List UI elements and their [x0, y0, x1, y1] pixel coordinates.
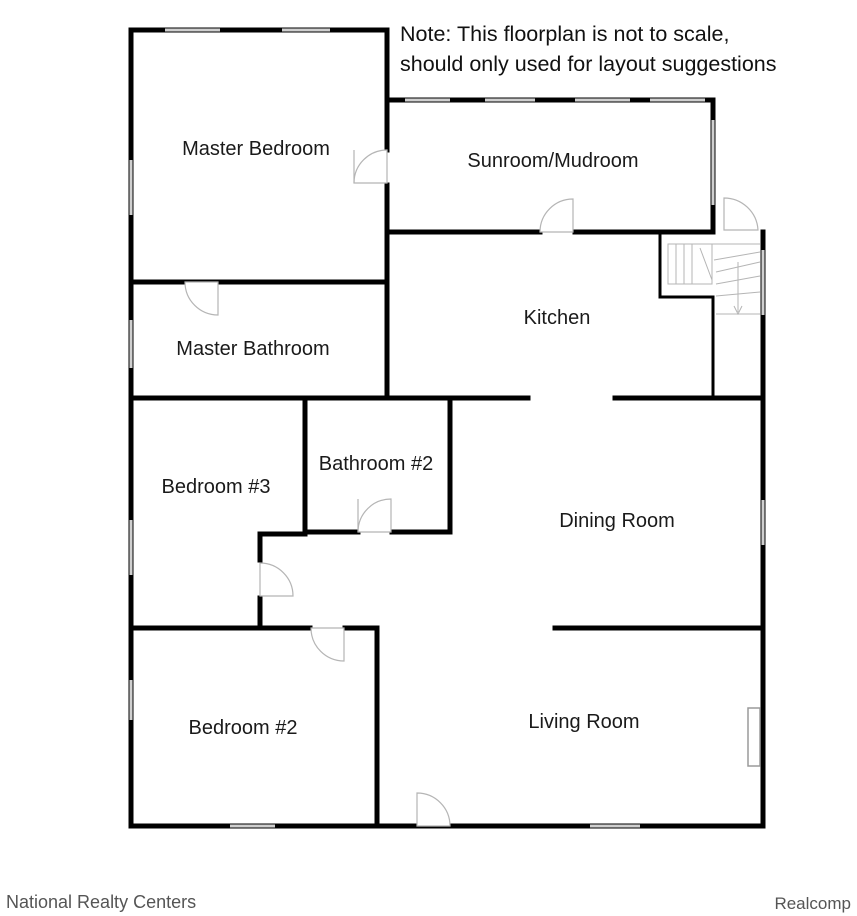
- door-front: [416, 792, 451, 827]
- door-bedroom3: [259, 562, 294, 597]
- watermark-agency: National Realty Centers: [6, 892, 197, 912]
- label-master-bathroom: Master Bathroom: [176, 338, 329, 360]
- doors: [184, 149, 759, 827]
- label-sunroom: Sunroom/Mudroom: [467, 150, 638, 172]
- scale-note-line1: Note: This floorplan is not to scale,: [400, 22, 730, 46]
- wall-stair-enclosure: [658, 234, 715, 398]
- room-labels: Master Bedroom Sunroom/Mudroom Kitchen M…: [162, 138, 675, 739]
- door-exterior-ne: [723, 197, 759, 231]
- label-bedroom3: Bedroom #3: [162, 476, 271, 498]
- windows: [129, 28, 765, 828]
- label-bathroom2: Bathroom #2: [319, 453, 434, 475]
- door-master-bedroom: [353, 149, 388, 184]
- door-sunroom-kitchen: [539, 198, 574, 233]
- label-master-bedroom: Master Bedroom: [182, 138, 330, 160]
- label-living-room: Living Room: [528, 711, 639, 733]
- label-kitchen: Kitchen: [524, 307, 591, 329]
- door-master-bath: [184, 281, 219, 316]
- scale-note-line2: should only used for layout suggestions: [400, 52, 777, 76]
- label-bedroom2: Bedroom #2: [189, 717, 298, 739]
- watermark-source: Realcomp: [774, 894, 851, 913]
- fireplace: [747, 707, 761, 767]
- door-bedroom2: [310, 627, 345, 662]
- staircase: [667, 243, 761, 316]
- label-dining-room: Dining Room: [559, 510, 675, 532]
- wall-master-bedroom-outer: [128, 27, 390, 285]
- door-bath2: [357, 498, 392, 533]
- scale-note: Note: This floorplan is not to scale, sh…: [400, 19, 777, 79]
- wall-hall-corner: [257, 531, 308, 563]
